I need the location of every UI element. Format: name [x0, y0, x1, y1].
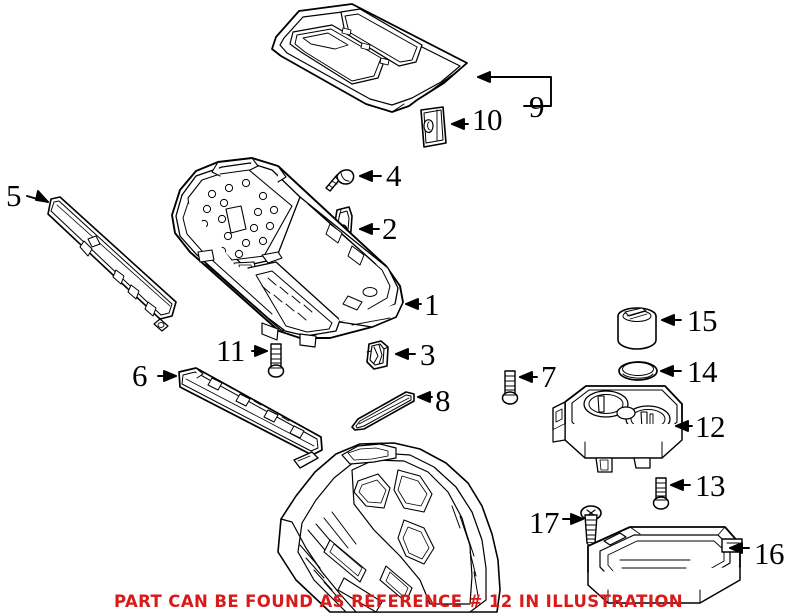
part-phillips-screw: [580, 505, 602, 550]
leader-14: [660, 365, 682, 377]
leader-6: [157, 370, 177, 382]
leader-2: [359, 223, 380, 235]
callout-17: 17: [529, 505, 560, 540]
leader-9: [477, 71, 552, 107]
callout-6: 6: [132, 358, 148, 393]
part-trim-clip: [420, 106, 447, 148]
leader-4: [359, 170, 382, 182]
part-lower-trim-strip: [178, 367, 323, 456]
part-narrow-trim-insert: [351, 391, 415, 431]
callout-1: 1: [424, 287, 440, 322]
callout-10: 10: [472, 102, 503, 137]
part-storage-tray: [587, 526, 743, 604]
part-upper-trim-panel: [271, 3, 468, 113]
leader-7: [519, 371, 538, 383]
part-bolt-lower: [652, 477, 670, 510]
part-retainer-clip: [366, 340, 389, 370]
callout-14: 14: [687, 354, 718, 389]
callout-15: 15: [687, 303, 718, 338]
callout-13: 13: [695, 468, 726, 503]
part-cup-insert: [617, 307, 657, 350]
leader-13: [670, 479, 691, 491]
callout-7: 7: [541, 359, 557, 394]
callout-12: 12: [695, 409, 726, 444]
reference-watermark-text: PART CAN BE FOUND AS REFERENCE # 12 IN I…: [114, 592, 684, 611]
callout-8: 8: [435, 383, 451, 418]
leader-10: [451, 118, 469, 130]
part-left-trim-strip: [47, 196, 177, 332]
leader-11: [251, 345, 268, 357]
part-bolt-console: [267, 343, 285, 378]
part-cup-holder-ring: [618, 361, 658, 381]
callout-9: 9: [529, 89, 545, 124]
callout-16: 16: [754, 536, 785, 571]
leader-1: [405, 298, 422, 310]
leader-8: [417, 391, 433, 403]
callout-3: 3: [420, 337, 436, 372]
part-cup-holder-assembly: [552, 385, 683, 473]
leader-15: [661, 314, 682, 326]
part-pin-bolt: [325, 169, 355, 192]
part-bolt-upper: [501, 370, 519, 405]
part-center-console-body: [171, 157, 404, 348]
callout-4: 4: [386, 158, 402, 193]
leader-17: [562, 513, 584, 525]
leader-3: [395, 348, 416, 360]
part-console-frame-base: [277, 442, 501, 613]
callout-11: 11: [216, 333, 245, 368]
leader-5: [26, 190, 49, 203]
leader-16: [729, 542, 750, 554]
leader-12: [675, 420, 693, 432]
callout-5: 5: [6, 178, 22, 213]
callout-2: 2: [382, 211, 398, 246]
